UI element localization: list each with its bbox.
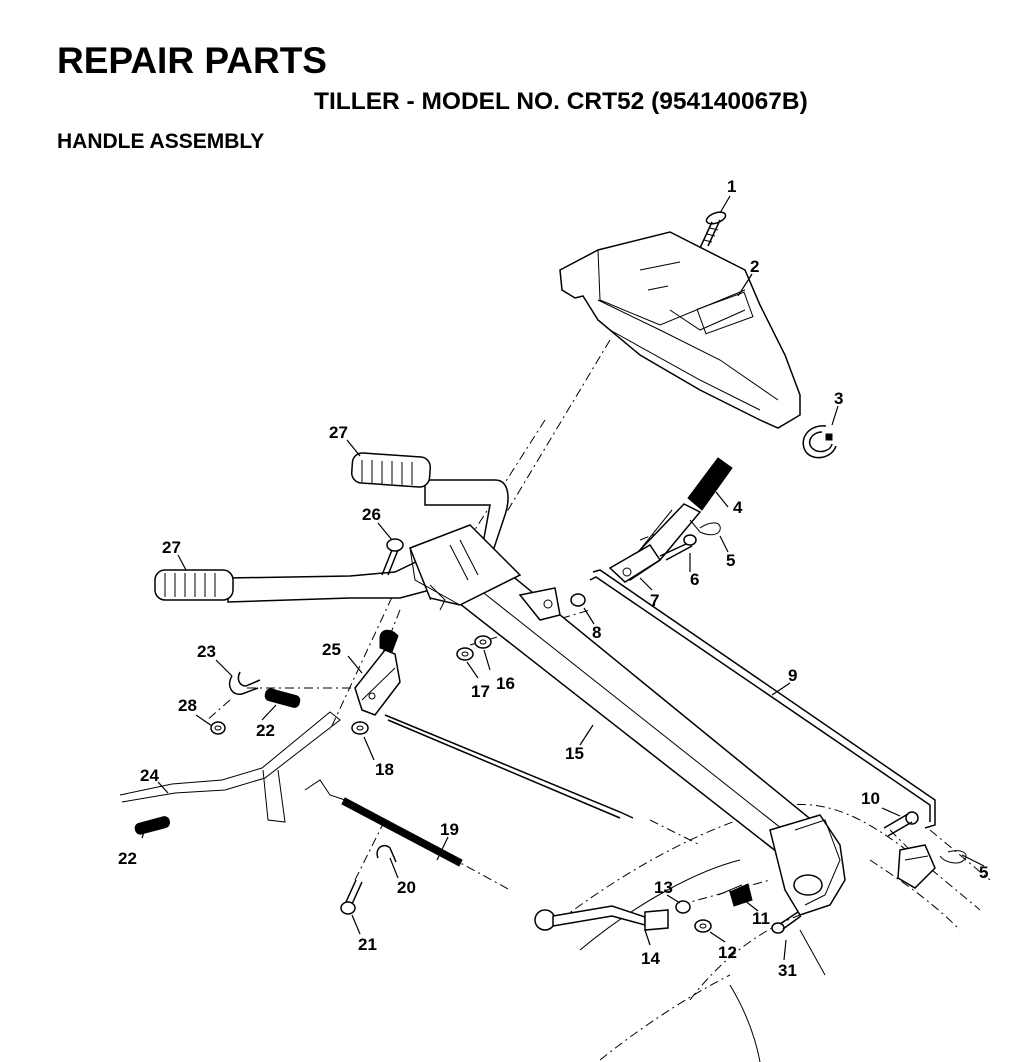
clip-part-23 [228, 671, 261, 695]
callout-13: 13 [654, 878, 673, 897]
retaining-ring-part-3 [802, 425, 837, 459]
bolt-part-26 [381, 538, 404, 576]
hairpin-clip-part-5-lower [939, 850, 967, 864]
callout-19: 19 [440, 820, 459, 839]
clutch-lever-part-25 [354, 629, 401, 716]
callout-1: 1 [727, 177, 736, 196]
depth-lever-part-14 [534, 905, 669, 931]
bolt-part-6 [659, 534, 697, 561]
callout-5-lower: 5 [979, 863, 988, 882]
lever-bracket-part-7 [608, 543, 662, 583]
callout-24: 24 [140, 766, 159, 785]
callout-18: 18 [375, 760, 394, 779]
cable-clip-part-20 [376, 844, 397, 863]
screw-part-21 [340, 879, 363, 915]
washer-part-16 [474, 635, 492, 649]
nut-part-28 [210, 721, 226, 735]
handle-bracket [409, 524, 522, 611]
handle-panel-part-2 [559, 231, 801, 429]
callout-12: 12 [718, 943, 737, 962]
callout-27-upper: 27 [329, 423, 348, 442]
callout-6: 6 [690, 570, 699, 589]
callout-15: 15 [565, 744, 584, 763]
washer-part-18 [351, 721, 369, 735]
grip-part-27-lower [154, 569, 234, 601]
callout-23: 23 [197, 642, 216, 661]
callout-2: 2 [750, 257, 759, 276]
callout-9: 9 [788, 666, 797, 685]
page-title: REPAIR PARTS [57, 40, 327, 81]
spacer-part-8 [570, 593, 586, 607]
callout-20: 20 [397, 878, 416, 897]
washer-part-12 [694, 919, 712, 933]
callout-21: 21 [358, 935, 377, 954]
callout-5-upper: 5 [726, 551, 735, 570]
callout-8: 8 [592, 623, 601, 642]
spring-part-22-lower [134, 816, 171, 835]
leader-lines [141, 195, 985, 961]
callout-26: 26 [362, 505, 381, 524]
rear-bracket [897, 844, 936, 889]
section-heading: HANDLE ASSEMBLY [57, 130, 265, 153]
shift-rod-part-9 [589, 569, 936, 829]
callout-31: 31 [778, 961, 797, 980]
callout-16: 16 [496, 674, 515, 693]
callout-22-lower: 22 [118, 849, 137, 868]
screw-part-1 [699, 211, 727, 249]
model-subtitle: TILLER - MODEL NO. CRT52 (954140067B) [314, 88, 808, 115]
screw-part-31 [771, 911, 802, 934]
callout-labels: 1 2 3 4 5 6 7 8 9 10 5 11 12 13 14 31 15… [118, 177, 988, 980]
callout-10: 10 [861, 789, 880, 808]
hairpin-clip-part-5-upper [689, 519, 721, 536]
callout-3: 3 [834, 389, 843, 408]
callout-28: 28 [178, 696, 197, 715]
callout-17: 17 [471, 682, 490, 701]
callout-14: 14 [641, 949, 660, 968]
handle-tube-part-15 [453, 569, 846, 916]
cable-part-19 [304, 779, 463, 867]
callout-11: 11 [752, 909, 770, 928]
grip-part-27-upper [350, 452, 432, 488]
callout-25: 25 [322, 640, 341, 659]
callout-7: 7 [650, 591, 659, 610]
washer-part-13 [675, 900, 691, 914]
callout-27-lower: 27 [162, 538, 181, 557]
callout-4: 4 [733, 498, 743, 517]
clutch-cable [384, 714, 634, 819]
callout-22-upper: 22 [256, 721, 275, 740]
washer-part-17 [456, 647, 474, 661]
knob-part-11 [717, 883, 753, 907]
spring-part-22-upper [264, 688, 301, 708]
control-rod-part-24 [119, 711, 341, 823]
bolt-part-10 [883, 811, 919, 837]
